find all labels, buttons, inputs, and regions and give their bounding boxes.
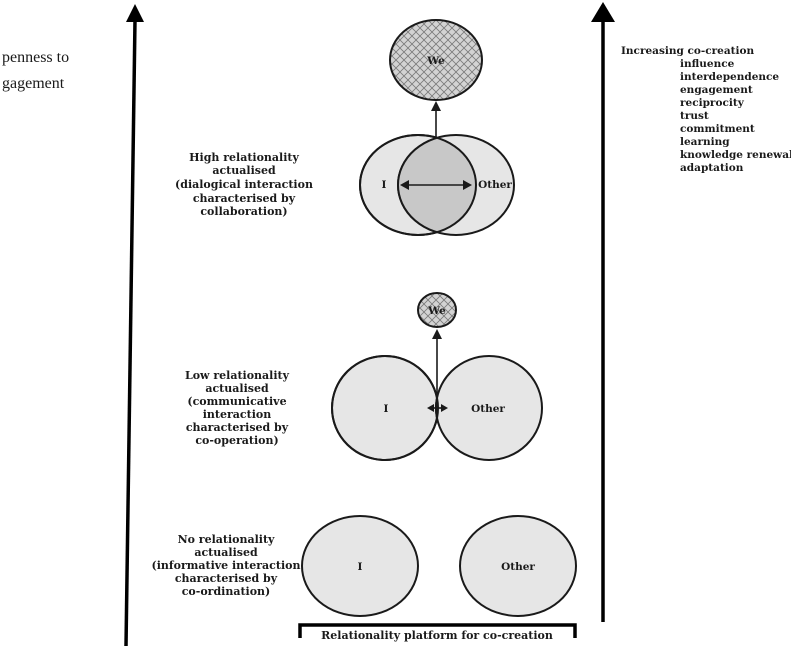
high-caption-line: characterised by [193, 192, 296, 205]
high-i-outline [359, 134, 477, 236]
platform-bracket-line [298, 623, 577, 638]
low-caption-line: co-operation) [195, 434, 278, 447]
none-other-circle [459, 515, 577, 617]
low-caption-line: Low relationality [185, 369, 290, 382]
none-i-label: I [358, 561, 363, 573]
high-relationality-group: We I Other High relationality actualised… [175, 19, 515, 236]
none-caption-line: co-ordination) [182, 585, 271, 598]
high-left-arrowhead-icon [400, 180, 409, 190]
high-caption-line: (dialogical interaction [175, 178, 313, 191]
no-relationality-group: I Other No relationality actualised (inf… [152, 515, 577, 617]
left-axis-line [124, 19, 137, 647]
high-caption-line: High relationality [189, 151, 299, 164]
low-we-circle [417, 292, 457, 328]
low-caption-line: characterised by [186, 421, 289, 434]
left-axis-label-line-2: gagement [2, 75, 65, 92]
right-axis-item: reciprocity [680, 97, 745, 109]
right-axis-item: adaptation [680, 162, 744, 174]
high-we-label: We [426, 55, 445, 67]
left-axis-label-line-1: penness to [2, 49, 69, 66]
high-right-arrowhead-icon [463, 180, 472, 190]
right-axis-item: learning [680, 136, 730, 148]
none-caption-line: characterised by [175, 572, 278, 585]
high-up-arrowhead-icon [431, 101, 441, 111]
right-axis-arrowhead-icon [591, 2, 615, 22]
none-caption-line: actualised [194, 546, 258, 559]
low-caption: Low relationality actualised (communicat… [185, 369, 290, 447]
low-right-arrowhead-icon [441, 404, 448, 412]
high-caption-line: actualised [212, 164, 276, 177]
right-axis-item: trust [680, 110, 709, 122]
high-other-label: Other [478, 179, 512, 191]
none-caption: No relationality actualised (informative… [152, 533, 301, 598]
low-up-arrowhead-icon [432, 329, 442, 339]
left-axis-arrowhead-icon [126, 4, 144, 22]
low-caption-line: interaction [203, 408, 271, 421]
low-we-label: We [427, 305, 446, 317]
right-axis-item: knowledge renewal [680, 149, 791, 161]
high-we-circle [389, 19, 483, 101]
left-axis: penness to gagement [2, 4, 144, 647]
low-relationality-group: We I Other Low relationality actualised … [185, 292, 543, 461]
high-caption-line: collaboration) [200, 205, 287, 218]
right-axis-item: influence [680, 58, 735, 70]
low-i-label: I [384, 403, 389, 415]
low-caption-line: actualised [205, 382, 269, 395]
low-left-arrowhead-icon [427, 404, 434, 412]
none-i-circle [301, 515, 419, 617]
right-axis-item: interdependence [680, 71, 779, 83]
right-axis-heading: Increasing co-creation [621, 45, 754, 57]
right-axis: Increasing co-creation influence interde… [591, 2, 791, 622]
platform-bracket: Relationality platform for co-creation [298, 623, 577, 642]
high-caption: High relationality actualised (dialogica… [175, 151, 313, 218]
none-other-label: Other [501, 561, 535, 573]
low-other-label: Other [471, 403, 505, 415]
none-caption-line: (informative interaction [152, 559, 301, 572]
high-i-label: I [382, 179, 387, 191]
platform-label: Relationality platform for co-creation [321, 629, 553, 642]
low-caption-line: (communicative [187, 395, 286, 408]
right-axis-item: engagement [680, 84, 753, 96]
none-caption-line: No relationality [178, 533, 275, 546]
right-axis-item: commitment [680, 123, 755, 135]
